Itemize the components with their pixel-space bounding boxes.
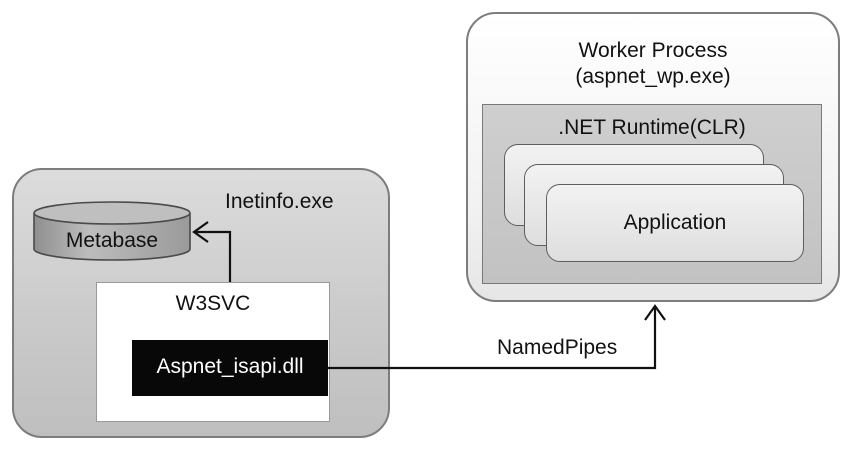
w3svc-title: W3SVC: [175, 292, 251, 315]
worker-arrowhead-icon: [644, 304, 666, 321]
application-label: Application: [623, 211, 727, 234]
metabase-cylinder-icon: [33, 201, 191, 261]
named-pipes-connector: [328, 306, 657, 370]
worker-process-exe: (aspnet_wp.exe): [575, 65, 731, 88]
clr-runtime-title: .NET Runtime(CLR): [558, 116, 746, 139]
aspnet-isapi-box: [132, 340, 328, 396]
named-pipes-label: NamedPipes: [497, 336, 618, 359]
worker-process-name: Worker Process: [578, 39, 728, 62]
application-card-front: [546, 184, 804, 262]
worker-process-title: Worker Process (aspnet_wp.exe): [466, 38, 840, 90]
w3svc-to-metabase-arrow: [196, 230, 232, 282]
metabase-label: Metabase: [65, 229, 159, 252]
metabase-arrowhead-icon: [192, 221, 209, 243]
aspnet-isapi-label: Aspnet_isapi.dll: [156, 355, 304, 378]
inetinfo-title: Inetinfo.exe: [225, 190, 334, 213]
